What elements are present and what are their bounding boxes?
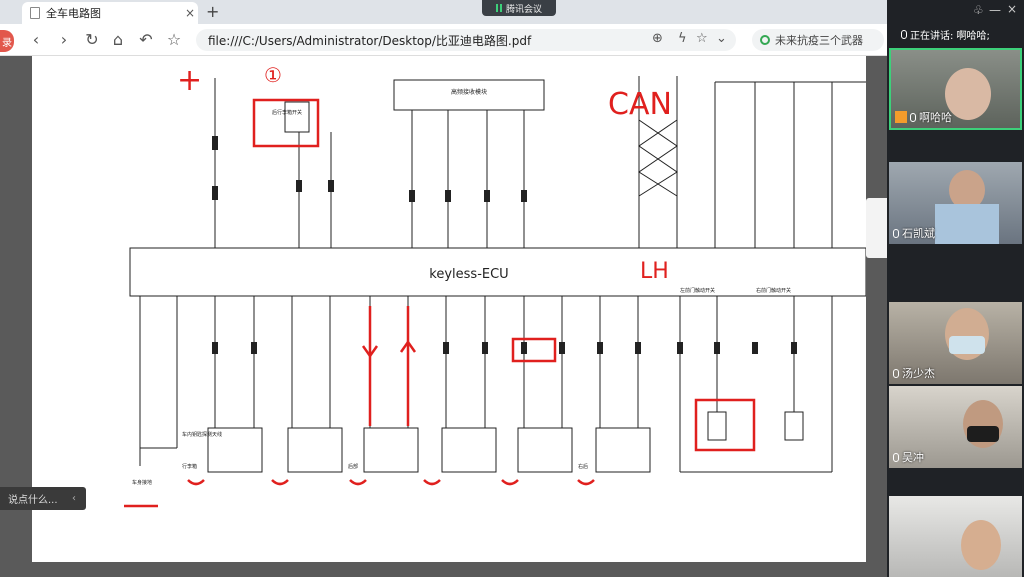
meeting-panel: ♧ — × 正在讲话: 啊哈哈; 啊哈哈 石凯斌 汤少杰 吴冲 xyxy=(887,0,1024,577)
document-icon xyxy=(30,7,40,19)
tab-close-button[interactable]: × xyxy=(184,6,196,20)
ecu-label: keyless-ECU xyxy=(429,267,508,282)
receiver-module-box xyxy=(393,79,545,111)
speaking-indicator: 正在讲话: 啊哈哈; xyxy=(887,24,1024,44)
right-rear-label: 右后 xyxy=(578,463,588,470)
antenna-label: 车内钥匙探测天线 xyxy=(182,431,222,438)
comment-input[interactable]: 说点什么... ‹ xyxy=(0,487,86,510)
bookmark-star-icon[interactable]: ☆ xyxy=(696,31,708,46)
chevron-down-icon[interactable]: ⌄ xyxy=(716,31,727,46)
mic-icon xyxy=(893,368,899,378)
front-left-door-label: 左前门触动开关 xyxy=(680,287,715,294)
comment-placeholder: 说点什么... xyxy=(8,495,58,506)
mic-icon xyxy=(910,112,916,122)
rear-label: 后部 xyxy=(348,463,358,470)
mic-icon xyxy=(893,452,899,462)
pdf-side-tool[interactable] xyxy=(866,198,887,258)
back-icon[interactable]: ‹ xyxy=(32,30,40,49)
browser-logo[interactable]: 录 xyxy=(0,30,14,52)
browser-window: 全车电路图 × + 腾讯会议 ‹ › ↻ ⌂ ↶ ☆ 录 file:///C:/… xyxy=(0,0,887,577)
address-bar[interactable]: file:///C:/Users/Administrator/Desktop/比… xyxy=(196,29,736,51)
ground-label: 车身接地 xyxy=(132,479,152,486)
annotation-circle-switch xyxy=(252,98,320,148)
participant-video-5[interactable] xyxy=(889,496,1022,577)
tab-title: 全车电路图 xyxy=(46,7,101,20)
mask xyxy=(967,426,999,442)
search-engine-icon xyxy=(760,35,770,45)
participant-video-1[interactable]: 啊哈哈 xyxy=(889,48,1022,130)
search-box[interactable]: 未来抗疫三个武器 xyxy=(752,29,884,51)
annotation-can: CAN xyxy=(608,87,672,122)
participant-video-3[interactable]: 汤少杰 xyxy=(889,302,1022,384)
lightning-icon[interactable]: ϟ xyxy=(678,31,687,46)
participant-video-4[interactable]: 吴冲 xyxy=(889,386,1022,468)
annotation-one: ① xyxy=(264,63,282,87)
participant-name-2: 石凯斌 xyxy=(893,225,935,241)
signal-icon xyxy=(495,4,502,12)
avatar xyxy=(949,170,985,210)
tab-bar: 全车电路图 × + xyxy=(0,0,887,24)
participant-name-1: 啊哈哈 xyxy=(895,109,952,125)
annotation-plus: + xyxy=(177,63,202,98)
avatar xyxy=(961,520,1001,570)
module-label: 高频接收模块 xyxy=(451,88,487,96)
trunk-antenna-label: 行李箱 xyxy=(182,463,197,470)
mic-icon xyxy=(901,29,907,39)
switch-label: 后行李箱开关 xyxy=(272,109,302,116)
home-icon[interactable]: ⌂ xyxy=(112,30,124,49)
host-icon xyxy=(895,111,907,123)
participant-name-3: 汤少杰 xyxy=(893,365,935,381)
collapse-icon[interactable]: ‹ xyxy=(72,493,76,504)
speaking-label: 正在讲话: 啊哈哈; xyxy=(910,30,990,42)
front-right-door-label: 右前门触动开关 xyxy=(756,287,791,294)
pdf-page: keyless-ECU 高频接收模块 后行李箱开关 车身接地 左前门触动开关 右… xyxy=(32,56,867,562)
mask xyxy=(949,336,985,354)
forward-icon[interactable]: › xyxy=(60,30,68,49)
avatar xyxy=(945,68,991,120)
tab-pdf[interactable]: 全车电路图 × xyxy=(22,2,198,24)
search-text: 未来抗疫三个武器 xyxy=(775,34,863,47)
annotation-lh: LH xyxy=(640,259,669,284)
close-icon[interactable]: × xyxy=(1007,2,1018,16)
favorite-star-icon[interactable]: ☆ xyxy=(166,30,182,49)
meeting-indicator[interactable]: 腾讯会议 xyxy=(482,0,556,16)
minimize-icon[interactable]: — xyxy=(989,3,1001,17)
pdf-viewer[interactable]: keyless-ECU 高频接收模块 后行李箱开关 车身接地 左前门触动开关 右… xyxy=(0,56,887,577)
meeting-app-name: 腾讯会议 xyxy=(505,4,542,15)
reload-icon[interactable]: ↻ xyxy=(85,30,99,49)
shirt-icon[interactable]: ♧ xyxy=(973,3,984,17)
new-tab-button[interactable]: + xyxy=(206,2,220,21)
participant-name-4: 吴冲 xyxy=(893,449,924,465)
mic-icon xyxy=(893,228,899,238)
undo-icon[interactable]: ↶ xyxy=(139,30,153,49)
meeting-panel-header: ♧ — × xyxy=(887,0,1024,20)
wiring-diagram: keyless-ECU 高频接收模块 后行李箱开关 车身接地 左前门触动开关 右… xyxy=(124,63,867,508)
zoom-icon[interactable]: ⊕ xyxy=(652,31,663,46)
participant-video-2[interactable]: 石凯斌 xyxy=(889,162,1022,244)
